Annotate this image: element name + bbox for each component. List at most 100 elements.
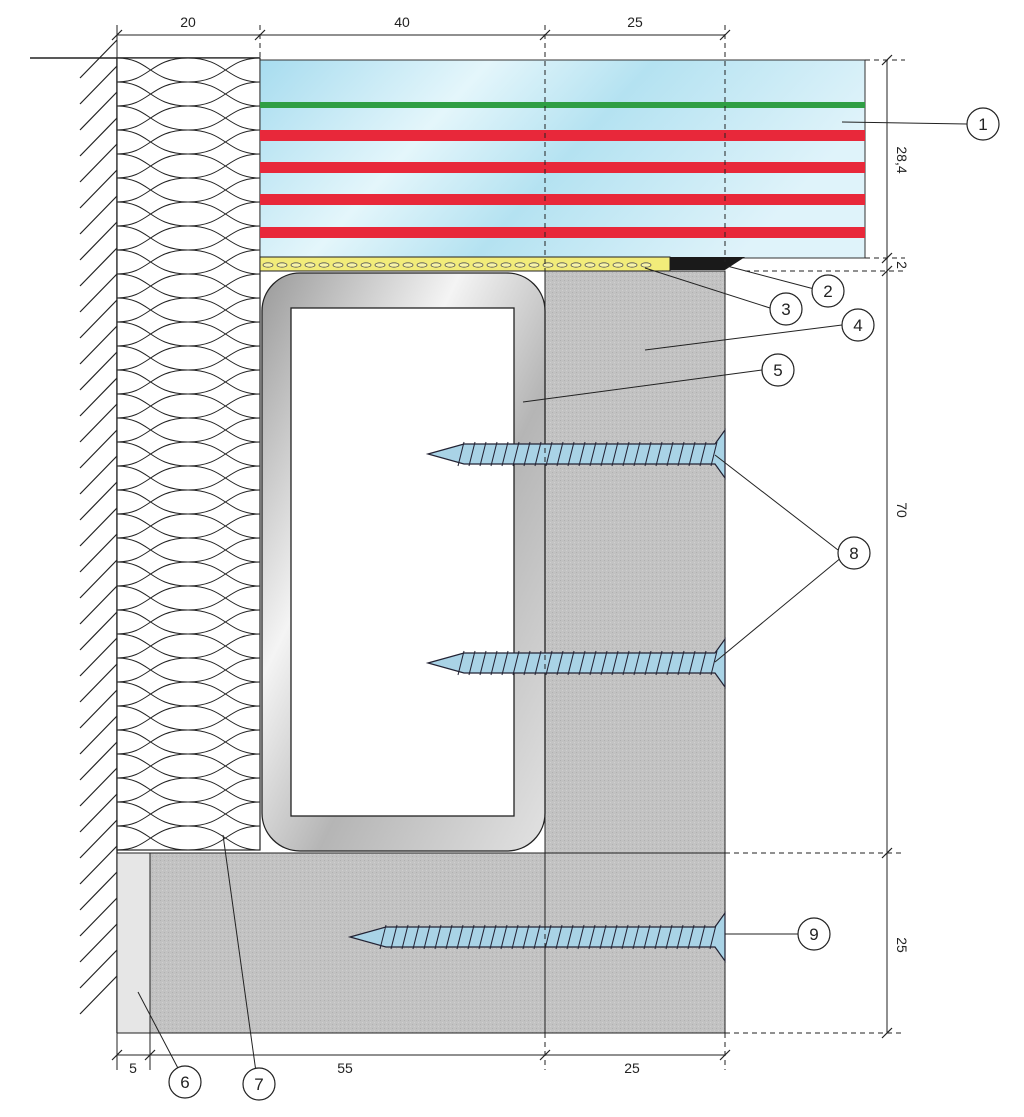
svg-text:3: 3 [781, 300, 790, 319]
bedding-grain [360, 262, 372, 268]
glass-interlayer-red [260, 194, 865, 205]
spacer-strip [116, 852, 151, 1034]
dimension-tick [881, 1027, 893, 1039]
bedding-grain [570, 262, 582, 268]
hatch-stroke [79, 507, 118, 547]
callout-9: 9 [797, 917, 831, 951]
dim-bottom-spacer: 5 [129, 1060, 137, 1076]
hatch-stroke [79, 975, 118, 1015]
hatch-stroke [79, 559, 118, 599]
svg-text:4: 4 [853, 316, 862, 335]
hatch-stroke [79, 481, 118, 521]
callout-7: 7 [242, 1067, 276, 1101]
bedding-grain [374, 262, 386, 268]
hatch-stroke [79, 169, 118, 209]
dimension-tick [881, 847, 893, 859]
bedding-grain [528, 262, 540, 268]
bedding-grain [402, 262, 414, 268]
dim-top-insulation: 20 [180, 14, 196, 30]
bedding-grain [276, 262, 288, 268]
hatch-stroke [79, 819, 118, 859]
bedding-grain [584, 262, 596, 268]
callout-6: 6 [168, 1065, 202, 1099]
dimension-tick [539, 1049, 551, 1061]
bedding-grain [318, 262, 330, 268]
callout-2: 2 [811, 274, 845, 308]
hatch-stroke [79, 195, 118, 235]
hatch-stroke [79, 949, 118, 989]
dimension-tick [719, 29, 731, 41]
insulation-wave [116, 825, 261, 851]
bedding-grain [444, 262, 456, 268]
bedding-grain [304, 262, 316, 268]
dimension-tick [881, 54, 893, 66]
hatch-stroke [79, 793, 118, 833]
svg-text:9: 9 [809, 925, 818, 944]
bedding-grain [500, 262, 512, 268]
bedding-grain [430, 262, 442, 268]
hatch-stroke [79, 689, 118, 729]
glass-interlayer-green [260, 102, 865, 108]
hatch-stroke [79, 663, 118, 703]
hatch-stroke [79, 429, 118, 469]
hatch-stroke [79, 39, 118, 79]
dimension-tick [111, 1049, 123, 1061]
bedding-grain [626, 262, 638, 268]
hatch-stroke [79, 351, 118, 391]
callout-4: 4 [841, 308, 875, 342]
hatch-stroke [79, 221, 118, 261]
svg-text:2: 2 [823, 282, 832, 301]
hatch-stroke [79, 533, 118, 573]
bedding-grain [612, 262, 624, 268]
dim-right-bedding: 2 [894, 261, 910, 269]
glass-interlayer-red [260, 227, 865, 238]
callout-3: 3 [769, 292, 803, 326]
hatch-stroke [79, 741, 118, 781]
bedding-grain [332, 262, 344, 268]
dim-bottom-post: 25 [624, 1060, 640, 1076]
hatch-stroke [79, 897, 118, 937]
svg-text:8: 8 [849, 544, 858, 563]
setting-block [670, 257, 745, 270]
bedding-grain [290, 262, 302, 268]
dimension-tick [881, 252, 893, 264]
callout-1: 1 [966, 107, 1000, 141]
bedding-grain [472, 262, 484, 268]
hatch-stroke [79, 143, 118, 183]
hatch-stroke [79, 871, 118, 911]
svg-text:7: 7 [254, 1075, 263, 1094]
callout-8: 8 [837, 536, 871, 570]
bedding-strip [259, 256, 671, 272]
hatch-stroke [79, 455, 118, 495]
dim-top-timber: 25 [627, 14, 643, 30]
screw-middle [425, 637, 726, 689]
timber-post-upper [544, 270, 726, 854]
bedding-grain [514, 262, 526, 268]
hatch-stroke [79, 325, 118, 365]
dimension-tick [881, 265, 893, 277]
dimension-tick [254, 29, 266, 41]
hatch-stroke [79, 767, 118, 807]
callout-5: 5 [761, 353, 795, 387]
bedding-grain [640, 262, 652, 268]
hatch-stroke [79, 247, 118, 287]
dim-right-base: 25 [894, 937, 910, 953]
dimension-tick [719, 1049, 731, 1061]
dimension-tick [539, 29, 551, 41]
hatch-stroke [79, 611, 118, 651]
bedding-grain [458, 262, 470, 268]
hatch-stroke [79, 923, 118, 963]
dimension-tick [144, 1049, 156, 1061]
hatch-stroke [79, 65, 118, 105]
hatch-stroke [79, 117, 118, 157]
masonry-wall-hatching [79, 39, 118, 1015]
hatch-stroke [79, 845, 118, 885]
bedding-grain [388, 262, 400, 268]
hatch-stroke [79, 403, 118, 443]
laminated-glass-pane [259, 59, 866, 259]
bedding-grain [262, 262, 274, 268]
screw-lower [347, 911, 726, 963]
hatch-stroke [79, 715, 118, 755]
